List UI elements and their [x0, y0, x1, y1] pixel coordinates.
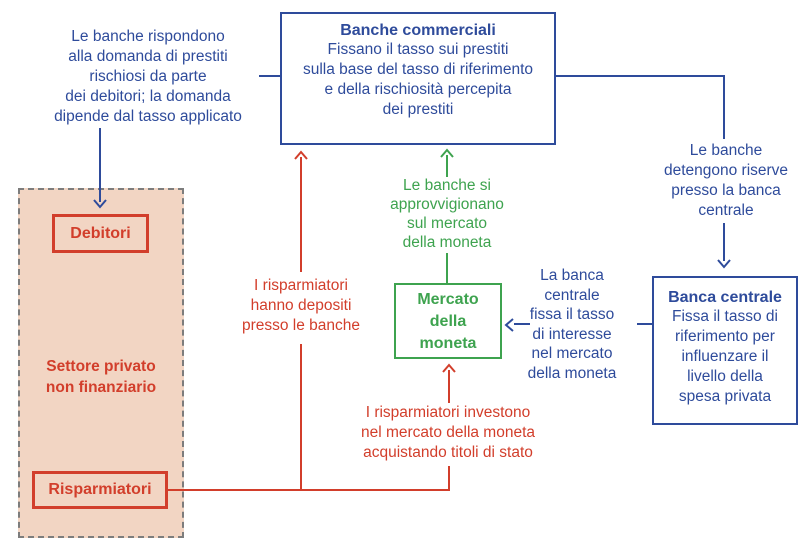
arrow-depositi-shaft-bottom: [300, 344, 302, 489]
banca-centrale-body: Fissa il tasso di riferimento per influe…: [672, 308, 778, 405]
arrowhead-down-icon: [717, 259, 731, 269]
arrow-banche-to-debitori: [99, 128, 101, 202]
risparmiatori-box: Risparmiatori: [32, 471, 168, 509]
banca-centrale-box: Banca centrale Fissa il tasso di riferim…: [652, 276, 798, 425]
arrow-investimento-shaft-top: [448, 370, 450, 403]
connector-domanda-to-banche: [259, 75, 281, 77]
private-sector-region: [18, 188, 184, 538]
arrow-riserve-to-banca-centrale: [723, 223, 725, 261]
arrowhead-left-icon: [504, 318, 514, 332]
debitori-box: Debitori: [52, 214, 149, 253]
connector-banca-centrale-to-tasso: [637, 323, 652, 325]
arrow-depositi-shaft-top: [300, 157, 302, 272]
debitori-label: Debitori: [70, 225, 131, 242]
depositi-annotation: I risparmiatori hanno depositi presso le…: [241, 277, 361, 334]
arrow-tasso-to-mercato-shaft: [514, 323, 530, 325]
mercato-della-moneta-box: Mercato della moneta: [394, 283, 502, 359]
riserve-annotation: Le banche detengono riserve presso la ba…: [663, 142, 789, 219]
arrowhead-up-icon: [440, 148, 454, 158]
approvvigionamento-annotation: Le banche si approvvigionano sul mercato…: [390, 177, 504, 251]
banche-commerciali-box: Banche commerciali Fissano il tasso sui …: [280, 12, 556, 145]
banca-centrale-title: Banca centrale: [668, 289, 782, 306]
tasso-interesse-annotation: La banca centrale fissa il tasso di inte…: [527, 267, 617, 382]
connector-risparmiatori-trunk: [166, 489, 450, 491]
connector-banche-to-riserve-h: [556, 75, 725, 77]
arrowhead-up-icon: [294, 150, 308, 160]
investimento-annotation: I risparmiatori investono nel mercato de…: [360, 404, 536, 461]
mercato-della-moneta-label: Mercato della moneta: [417, 291, 479, 352]
arrowhead-down-icon: [93, 199, 107, 209]
arrow-mercato-to-banche-shaft-bottom: [446, 253, 448, 283]
risparmiatori-label: Risparmiatori: [48, 481, 152, 498]
arrow-investimento-shaft-bottom: [448, 466, 450, 489]
arrowhead-up-icon: [442, 363, 456, 373]
domanda-prestiti-annotation: Le banche rispondono alla domanda di pre…: [54, 28, 242, 125]
settore-privato-label: Settore privato non finanziario: [45, 358, 157, 396]
banche-commerciali-title: Banche commerciali: [340, 22, 496, 39]
banche-commerciali-body: Fissano il tasso sui prestiti sulla base…: [302, 41, 534, 118]
arrow-mercato-to-banche-shaft-top: [446, 155, 448, 177]
connector-banche-to-riserve-v: [723, 75, 725, 139]
